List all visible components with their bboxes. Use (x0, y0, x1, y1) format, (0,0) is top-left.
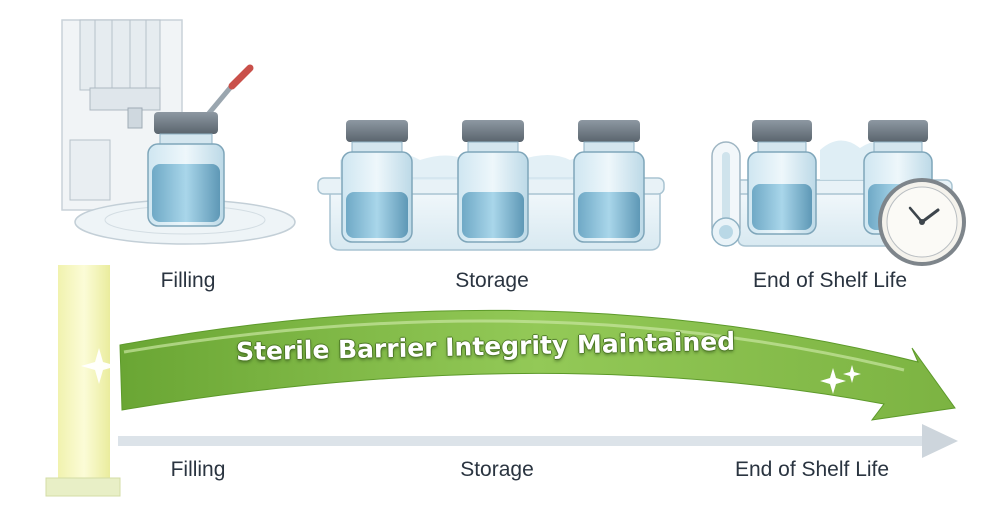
vial-icon-filling (147, 112, 225, 227)
timeline-label-end-of-shelf-life: End of Shelf Life (734, 458, 890, 481)
stage-label-storage: Storage (455, 269, 529, 292)
vial-icon-storage-1 (341, 120, 413, 243)
stage-label-end-of-shelf-life: End of Shelf Life (752, 269, 908, 292)
sparkle-icon (81, 348, 861, 394)
vial-icon-storage-2 (457, 120, 529, 243)
stage-label-filling: Filling (160, 269, 216, 292)
dispensing-needle-icon (202, 64, 254, 121)
barrier-pillar (45, 265, 121, 497)
vial-icon-storage-3 (573, 120, 645, 243)
clock-icon (878, 178, 966, 266)
timeline-label-storage: Storage (460, 458, 534, 481)
vial-icon-end-1 (747, 120, 817, 235)
timeline-label-filling: Filling (170, 458, 226, 481)
barrier-arrow (119, 309, 956, 421)
thermometer-icon (711, 141, 741, 247)
timeline-arrow (118, 424, 958, 458)
